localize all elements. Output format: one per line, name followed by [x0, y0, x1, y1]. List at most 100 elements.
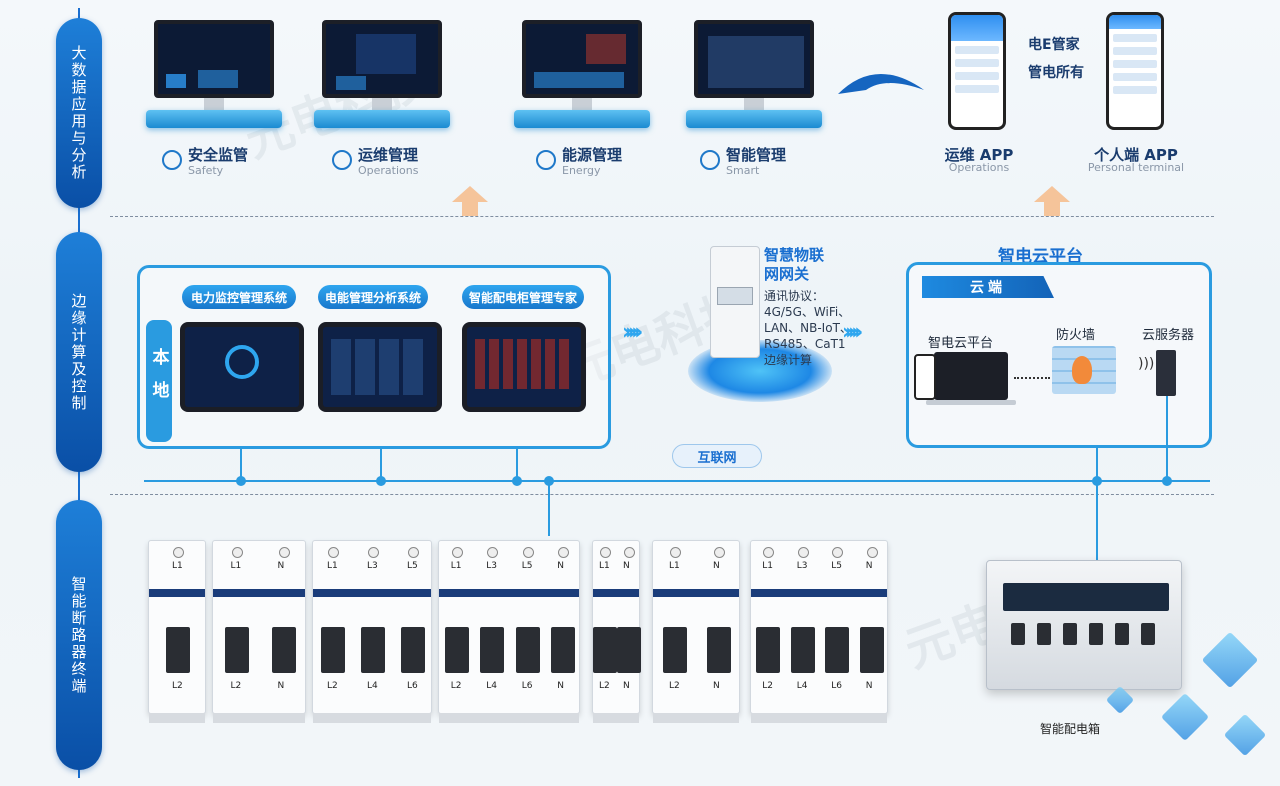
breaker-handle: [401, 627, 425, 673]
gateway-line-3: LAN、NB-IoT、: [764, 321, 852, 335]
tablet-small-icon: [914, 354, 936, 400]
terminal-screw: [600, 547, 611, 558]
breaker-handle: [321, 627, 345, 673]
terminal-label-top: L1: [172, 561, 183, 571]
terminal-label-bottom: L2: [599, 681, 610, 691]
breaker-band: [653, 589, 739, 597]
terminal-label-bottom: L4: [486, 681, 497, 691]
terminal-screw: [451, 547, 463, 558]
tablet-energy-analysis: [318, 322, 442, 412]
terminal-label-bottom: N: [713, 681, 720, 691]
breaker-foot: [593, 713, 639, 723]
phone-personal-app: [1106, 12, 1164, 130]
laptop-base: [926, 400, 1016, 405]
breaker-handle: [593, 627, 617, 673]
app-personal-sub: Personal terminal: [1087, 161, 1185, 174]
drop-line: [516, 449, 518, 480]
cloud-item-firewall: 防火墙: [1056, 328, 1096, 343]
system-cabinet-expert: 智能配电柜管理专家: [462, 285, 584, 309]
terminal-label-top: N: [623, 561, 630, 571]
panel-label: 智能配电箱: [1040, 722, 1101, 736]
breaker-handle: [859, 627, 884, 673]
gateway-line-1: 通讯协议：: [764, 289, 825, 303]
terminal-screw: [278, 547, 290, 558]
link-arrow-icon: [838, 73, 924, 94]
cloud-item-platform: 智电云平台: [928, 336, 994, 351]
terminal-label-top: L1: [669, 561, 680, 571]
breaker-band: [439, 589, 579, 597]
breaker-band: [213, 589, 305, 597]
terminal-label-bottom: L4: [367, 681, 378, 691]
bus-node: [376, 476, 386, 486]
breaker-handle: [444, 627, 469, 673]
iot-gateway-device: [710, 246, 760, 358]
side-label-edge: 边缘计算及控制: [56, 232, 102, 472]
drop-line: [1166, 396, 1168, 480]
drop-line: [380, 449, 382, 480]
terminal-screw: [408, 547, 419, 558]
terminal-label-bottom: L2: [327, 681, 338, 691]
breaker-foot: [653, 713, 739, 723]
gateway-line-2: 4G/5G、WiFi、: [764, 305, 851, 319]
breaker-band: [149, 589, 205, 597]
decor-cube: [1160, 692, 1210, 742]
cloud-tab: 云端: [922, 276, 1054, 298]
terminal-label-top: L1: [762, 561, 773, 571]
terminal-screw: [832, 547, 844, 558]
terminal-label-bottom: L2: [669, 681, 680, 691]
terminal-screw: [231, 547, 243, 558]
bus-node: [236, 476, 246, 486]
terminal-screw: [763, 547, 775, 558]
terminal-label-top: L1: [599, 561, 610, 571]
breaker-handle: [663, 627, 687, 673]
breaker-foot: [149, 713, 205, 723]
terminal-label-top: N: [557, 561, 564, 571]
breaker-handle: [790, 627, 815, 673]
laptop-icon: [934, 352, 1008, 400]
terminal-label-bottom: L2: [172, 681, 183, 691]
terminal-screw: [866, 547, 878, 558]
terminal-label-bottom: L6: [407, 681, 418, 691]
terminal-label-bottom: L2: [762, 681, 773, 691]
shield-icon: [162, 150, 182, 170]
terminal-label-bottom: L6: [831, 681, 842, 691]
smart-distribution-box: [986, 560, 1182, 690]
terminal-screw: [368, 547, 379, 558]
decor-cube: [1105, 685, 1135, 715]
terminal-label-top: L5: [521, 561, 533, 571]
drop-line: [240, 449, 242, 480]
breaker-band: [751, 589, 887, 597]
terminal-screw: [522, 547, 534, 558]
terminal-screw: [487, 547, 499, 558]
terminal-screw: [558, 547, 570, 558]
breaker-handle: [825, 627, 850, 673]
network-bus: [144, 480, 1210, 482]
server-icon: [1156, 350, 1176, 396]
bus-node: [512, 476, 522, 486]
up-arrow-stem: [1044, 202, 1060, 216]
chevron-right-icon: ›››››: [622, 320, 643, 345]
cloud-item-server: 云服务器: [1142, 328, 1195, 343]
breaker-handle: [515, 627, 540, 673]
terminal-label-top: L1: [230, 561, 242, 571]
breaker-handle: [617, 627, 641, 673]
terminal-screw: [624, 547, 635, 558]
phone-caption-1: 电E管家: [1028, 37, 1080, 53]
breaker-band: [593, 589, 639, 597]
terminal-label-bottom: L2: [230, 681, 242, 691]
wifi-icon: ))): [1138, 356, 1155, 372]
terminal-label-top: N: [277, 561, 285, 571]
tablet-power-monitor: [180, 322, 304, 412]
terminal-screw: [328, 547, 339, 558]
terminal-label-bottom: L2: [450, 681, 462, 691]
terminal-label-top: N: [865, 561, 873, 571]
cloud-icon: [700, 150, 720, 170]
breaker-handle: [480, 627, 505, 673]
terminal-screw: [173, 547, 184, 558]
